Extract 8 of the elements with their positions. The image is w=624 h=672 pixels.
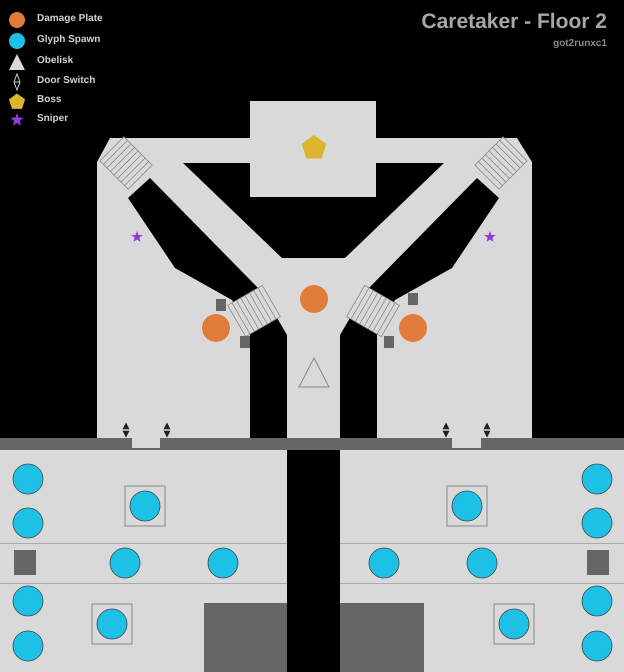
legend-label: Sniper bbox=[37, 113, 68, 124]
legend-label: Damage Plate bbox=[37, 13, 103, 24]
map-title: Caretaker - Floor 2 bbox=[421, 10, 607, 34]
legend-label: Obelisk bbox=[37, 55, 74, 66]
legend-label: Door Switch bbox=[37, 75, 96, 86]
legend-label: Glyph Spawn bbox=[37, 34, 100, 45]
legend-label: Boss bbox=[37, 94, 62, 105]
author-credit: got2runxc1 bbox=[553, 38, 607, 49]
